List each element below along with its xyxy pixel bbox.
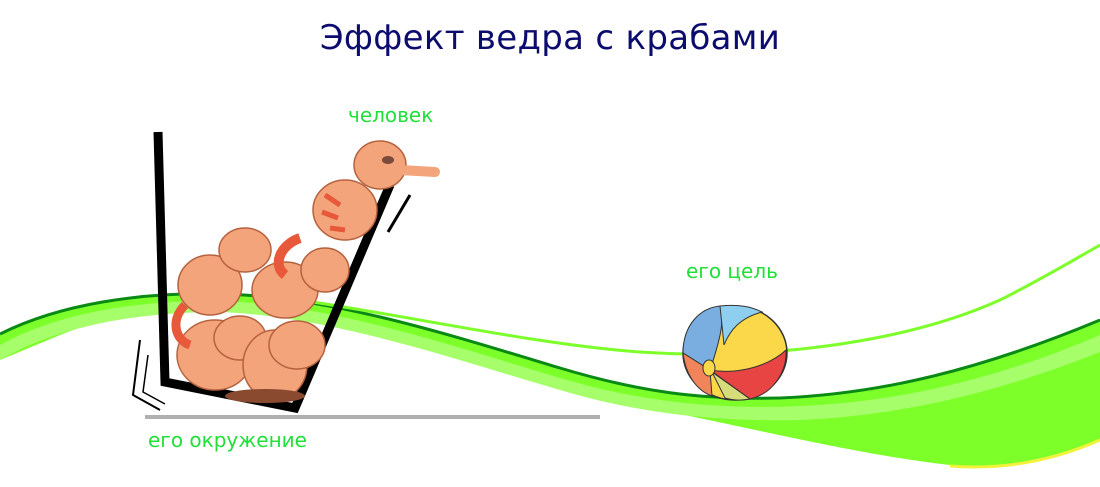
goal-label: его цель [686,259,778,283]
person-label: человек [348,103,434,127]
page-title: Эффект ведра с крабами [319,18,781,58]
environment-label: его окружение [148,428,307,452]
beach-ball-icon [682,304,788,401]
cat-stack-illustration [171,140,440,403]
